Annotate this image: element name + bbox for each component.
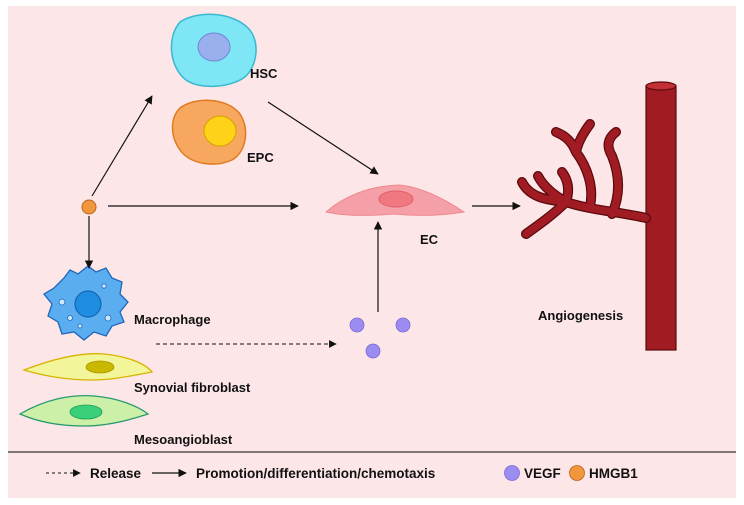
legend-release-label: Release (90, 466, 142, 481)
epc-label: EPC (247, 150, 274, 165)
vegf-dot (365, 343, 381, 359)
hsc-label: HSC (250, 66, 278, 81)
epc-cell (171, 99, 247, 165)
angiogenic-branches (517, 119, 651, 239)
vegf-dot (349, 317, 365, 333)
legend-hmgb1-label: HMGB1 (589, 466, 638, 481)
legend-hmgb1-icon (569, 465, 585, 481)
arrow-hsc-epc-to-ec (267, 101, 379, 175)
hmgb1-source-dot (81, 199, 97, 215)
synovial-fibroblast-label: Synovial fibroblast (134, 380, 251, 395)
arrow-hmgb1-to-hsc (91, 95, 153, 197)
ec-label: EC (420, 232, 439, 247)
legend-promotion-label: Promotion/differentiation/chemotaxis (196, 466, 435, 481)
angiogenesis-label: Angiogenesis (538, 308, 623, 323)
mesoangioblast-cell (18, 394, 150, 427)
macrophage-cell (43, 265, 129, 341)
hsc-cell (170, 13, 257, 88)
mesoangioblast-label: Mesoangioblast (134, 432, 233, 447)
macrophage-label: Macrophage (134, 312, 211, 327)
legend-vegf-label: VEGF (524, 466, 561, 481)
ec-cell (324, 184, 466, 216)
legend: Release Promotion/differentiation/chemot… (46, 465, 638, 481)
legend-vegf-icon (504, 465, 520, 481)
synovial-fibroblast-cell (21, 353, 154, 381)
vegf-dot (395, 317, 411, 333)
